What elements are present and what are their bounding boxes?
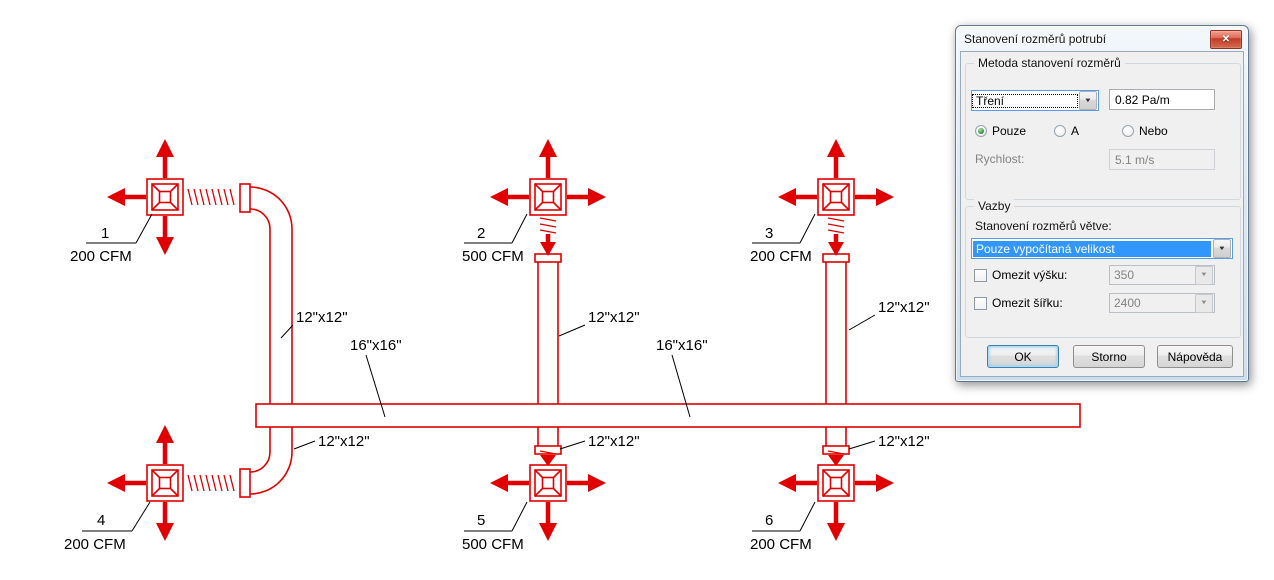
flex-duct [187, 188, 235, 206]
limit-width-label: Omezit šířku: [992, 296, 1063, 310]
outlet-flow-label: 200 CFM [750, 536, 812, 553]
dialog-body: Metoda stanovení rozměrů Tření ▼ 0.82 Pa… [960, 51, 1244, 377]
method-combo[interactable]: Tření ▼ [971, 90, 1099, 111]
branch-sizing-value: Pouze vypočítaná velikost [973, 240, 1211, 257]
leader-line [799, 213, 816, 244]
outlet-number-label: 2 [477, 225, 485, 242]
velocity-input: 5.1 m/s [1109, 149, 1215, 170]
cancel-button[interactable]: Storno [1073, 345, 1145, 368]
limit-height-value: 350 [1114, 268, 1135, 282]
limit-height-combo: 350 ▼ [1109, 265, 1215, 285]
help-button[interactable]: Nápověda [1157, 345, 1233, 368]
diffuser-4 [107, 425, 184, 541]
close-button[interactable]: ✕ [1210, 30, 1242, 49]
leader-line [848, 314, 876, 331]
outlet-number-label: 5 [477, 512, 485, 529]
leader-line [293, 440, 316, 450]
outlet-number-label: 1 [101, 225, 109, 242]
main-size-label: 16"x16" [656, 337, 708, 354]
leader-line [559, 440, 586, 450]
leader-line [280, 324, 294, 339]
radio-selected-icon [975, 125, 987, 137]
duct-size-label: 12"x12" [878, 433, 930, 450]
method-groupbox: Metoda stanovení rozměrů [965, 56, 1241, 200]
velocity-label: Rychlost: [975, 152, 1025, 166]
outlet-number-label: 4 [97, 512, 105, 529]
main-size-label: 16"x16" [350, 337, 402, 354]
diffuser-6 [778, 464, 894, 541]
method-combo-button[interactable]: ▼ [1079, 91, 1097, 110]
branch-sizing-combo-button[interactable]: ▼ [1213, 239, 1231, 258]
duct-size-label: 12"x12" [878, 299, 930, 316]
outlet-flow-label: 500 CFM [462, 248, 524, 265]
velocity-value: 5.1 m/s [1115, 152, 1155, 167]
flex-duct [539, 217, 557, 234]
ductwork [187, 183, 1081, 498]
duct-sizing-dialog: Stanovení rozměrů potrubí ✕ Metoda stano… [955, 25, 1249, 382]
checkbox-icon [974, 268, 987, 282]
dialog-titlebar[interactable]: Stanovení rozměrů potrubí ✕ [956, 26, 1248, 51]
branch-sizing-combo[interactable]: Pouze vypočítaná velikost ▼ [971, 238, 1233, 259]
diffuser-2 [490, 139, 606, 216]
radio-pouze-label: Pouze [992, 124, 1027, 138]
constraints-groupbox: Vazby [965, 199, 1241, 338]
limit-width-combo-button: ▼ [1195, 293, 1213, 313]
flex-duct [539, 450, 557, 455]
limit-height-checkbox[interactable]: Omezit výšku: [974, 268, 1067, 282]
friction-input[interactable]: 0.82 Pa/m [1109, 89, 1215, 110]
diffuser-5 [490, 464, 606, 541]
flex-duct [827, 450, 845, 455]
branch-sizing-label: Stanovení rozměrů větve: [975, 219, 1112, 233]
flex-duct [187, 474, 235, 492]
radio-icon [1122, 125, 1134, 137]
limit-width-combo: 2400 ▼ [1109, 293, 1215, 313]
duct-size-label: 12"x12" [588, 433, 640, 450]
chevron-down-icon: ▼ [1217, 245, 1227, 252]
limit-height-combo-button: ▼ [1195, 265, 1213, 285]
flex-duct [827, 217, 845, 234]
duct-size-label: 12"x12" [296, 309, 348, 326]
leader-line [135, 213, 153, 244]
limit-height-label: Omezit výšku: [992, 268, 1068, 282]
constraints-group-label: Vazby [974, 199, 1015, 213]
chevron-down-icon: ▼ [1083, 97, 1093, 104]
outlet-flow-label: 200 CFM [64, 536, 126, 553]
limit-width-value: 2400 [1114, 296, 1141, 310]
radio-nebo-label: Nebo [1139, 124, 1168, 138]
outlet-number-label: 3 [765, 225, 773, 242]
main-duct [255, 403, 1081, 428]
leader-line [131, 501, 151, 532]
outlet-flow-label: 200 CFM [70, 248, 132, 265]
leader-line [558, 324, 586, 337]
outlet-number-label: 6 [765, 512, 773, 529]
leader-line [511, 501, 528, 532]
leader-line [511, 213, 528, 244]
friction-value: 0.82 Pa/m [1115, 92, 1170, 107]
leader-line [848, 440, 876, 450]
annotations: 1 200 CFM 2 500 CFM 3 200 CFM 4 200 CFM … [64, 213, 930, 553]
diffuser-1 [107, 139, 184, 255]
limit-width-checkbox[interactable]: Omezit šířku: [974, 296, 1063, 310]
method-combo-value: Tření [972, 93, 1078, 108]
duct-size-label: 12"x12" [318, 433, 370, 450]
dialog-title: Stanovení rozměrů potrubí [964, 31, 1107, 46]
radio-a-label: A [1071, 124, 1080, 138]
duct-size-label: 12"x12" [588, 309, 640, 326]
radio-icon [1054, 125, 1066, 137]
leader-line [671, 354, 691, 418]
close-icon: ✕ [1221, 33, 1231, 45]
radio-pouze[interactable]: Pouze [975, 124, 1026, 138]
radio-a[interactable]: A [1054, 124, 1079, 138]
leader-line [799, 501, 816, 532]
radio-nebo[interactable]: Nebo [1122, 124, 1168, 138]
outlet-flow-label: 500 CFM [462, 536, 524, 553]
chevron-down-icon: ▼ [1199, 272, 1209, 278]
method-group-label: Metoda stanovení rozměrů [974, 56, 1125, 70]
outlet-flow-label: 200 CFM [750, 248, 812, 265]
diffuser-3 [778, 139, 894, 216]
ok-button[interactable]: OK [987, 345, 1059, 368]
checkbox-icon [974, 296, 987, 310]
chevron-down-icon: ▼ [1199, 300, 1209, 306]
leader-line [365, 354, 386, 418]
